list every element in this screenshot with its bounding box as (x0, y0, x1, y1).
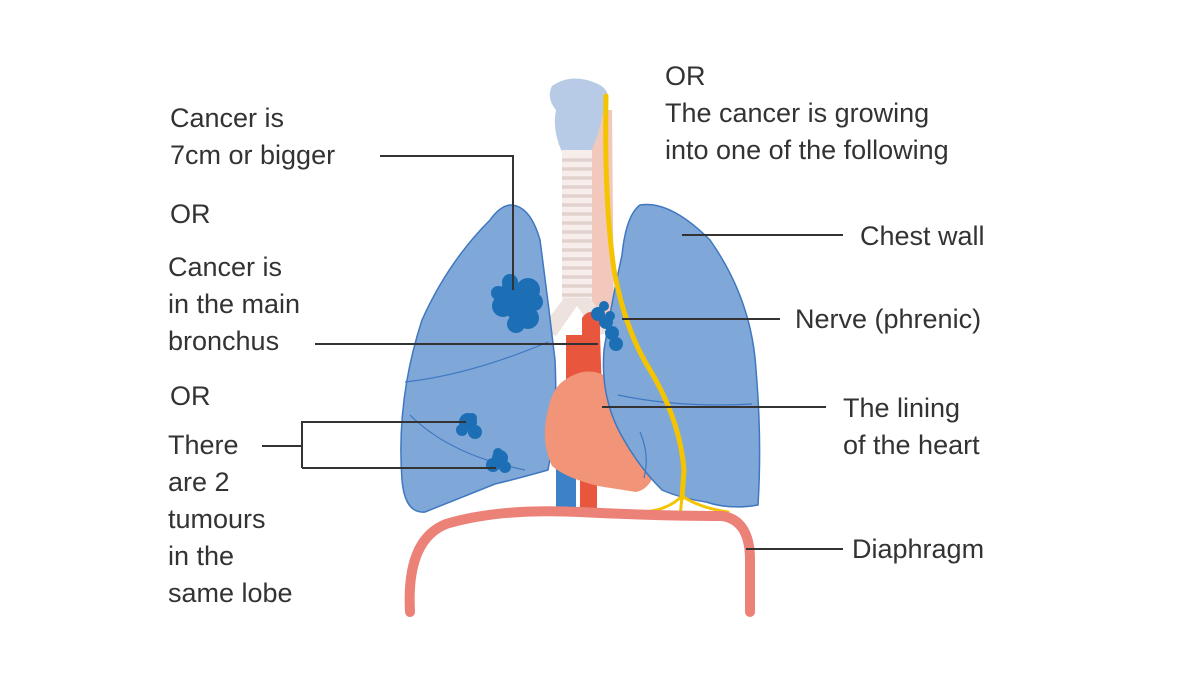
tumour-bronchus (591, 301, 623, 351)
label-nerve: Nerve (phrenic) (795, 304, 982, 334)
label-or-1: OR (170, 199, 211, 229)
larynx (549, 78, 608, 152)
label-bronchus: Cancer is in the main bronchus (168, 252, 301, 356)
label-size: Cancer is 7cm or bigger (170, 103, 336, 170)
leader-size (380, 155, 514, 290)
tumour-lobe-1 (456, 413, 482, 439)
leader-tumours (262, 421, 466, 447)
diaphragm (404, 506, 755, 617)
label-or-top: OR (665, 61, 706, 91)
label-heart-lining: The lining of the heart (843, 393, 980, 460)
label-or-2: OR (170, 381, 211, 411)
tumour-lobe-2 (486, 448, 511, 473)
left-lung (400, 204, 557, 513)
tumour-large (491, 274, 543, 333)
label-chest-wall: Chest wall (860, 221, 985, 251)
label-growing: The cancer is growing into one of the fo… (665, 98, 949, 165)
label-tumours: There are 2 tumours in the same lobe (168, 430, 293, 608)
label-diaphragm: Diaphragm (852, 534, 985, 564)
